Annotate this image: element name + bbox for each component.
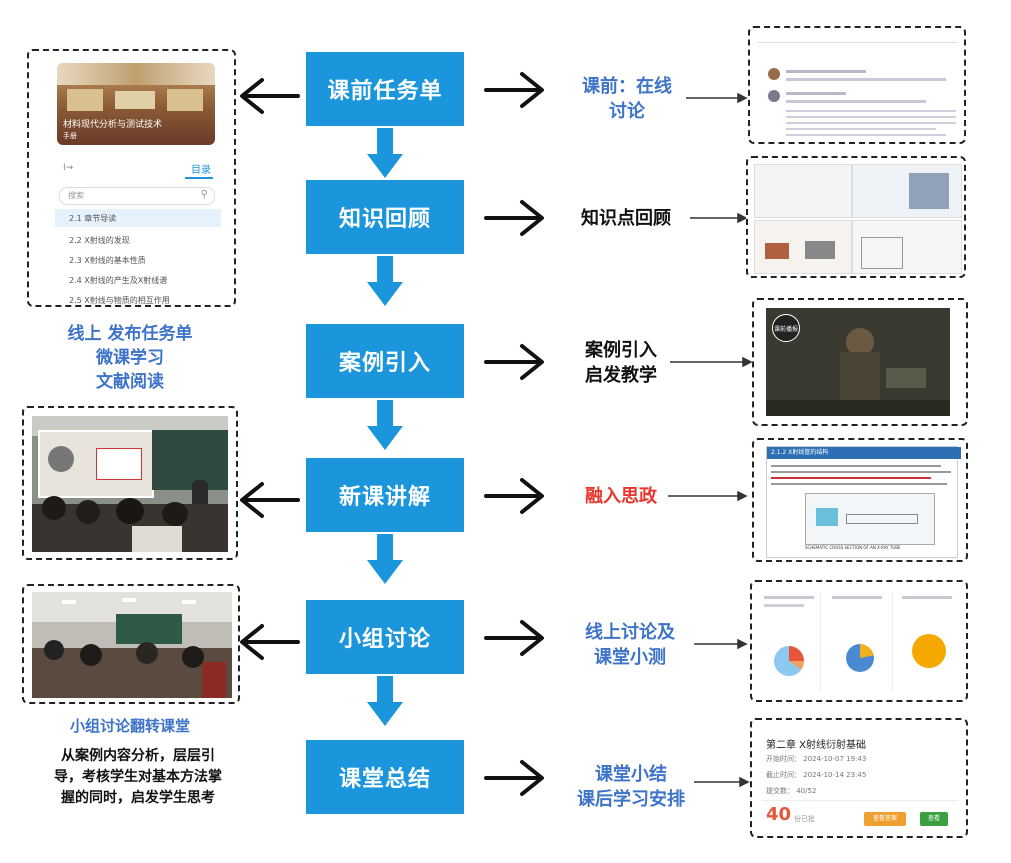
lecture-photo-panel bbox=[22, 406, 238, 560]
toc-item[interactable]: 2.5 X射线与物质的相互作用 bbox=[69, 296, 170, 305]
down-arrow-5 bbox=[367, 676, 403, 726]
quiz-title: 第二章 X射线衍射基础 bbox=[766, 740, 867, 751]
tab-left[interactable]: I→ bbox=[63, 163, 74, 173]
tab-toc[interactable]: 目录 bbox=[191, 165, 211, 176]
group-photo-panel bbox=[22, 584, 240, 704]
toc-item[interactable]: 2.2 X射线的发现 bbox=[69, 236, 130, 245]
classroom-photo bbox=[32, 416, 228, 552]
quiz-submitted: 提交数： 40/52 bbox=[766, 787, 817, 795]
course-subtitle: 手册 bbox=[63, 132, 77, 140]
search-icon[interactable]: ⚲ bbox=[200, 189, 208, 200]
pie-chart-3 bbox=[912, 634, 946, 668]
course-title: 材料现代分析与测试技术 bbox=[63, 120, 163, 130]
discussion-panel bbox=[748, 26, 966, 144]
down-arrow-1 bbox=[367, 128, 403, 178]
toc-item[interactable]: 2.4 X射线的产生及X射线谱 bbox=[69, 276, 168, 285]
knowledge-panel bbox=[746, 156, 966, 278]
quiz-start-time: 开始时间： 2024-10-07 19:43 bbox=[766, 755, 867, 763]
slide-header: 2.1.2 X射线管的结构 bbox=[767, 447, 961, 459]
graded-count: 40 bbox=[766, 804, 792, 825]
video-frame[interactable]: 课前播报 bbox=[766, 308, 950, 416]
label-pre-class-discussion: 课前：在线讨论 bbox=[582, 76, 672, 122]
step-case-intro: 案例引入 bbox=[306, 324, 464, 398]
search-placeholder: 搜索 bbox=[68, 191, 84, 200]
toc-highlight bbox=[55, 209, 221, 227]
lecture-slide-panel: 2.1.2 X射线管的结构 SCHEMATIC CROSS SECTION OF… bbox=[752, 438, 968, 562]
view-answer-button[interactable]: 查看答案 bbox=[864, 812, 906, 826]
step-new-lesson: 新课讲解 bbox=[306, 458, 464, 532]
group-classroom-photo bbox=[32, 592, 232, 698]
step-knowledge-review: 知识回顾 bbox=[306, 180, 464, 254]
case-analysis-note: 从案例内容分析，层层引 导，考核学生对基本方法掌 握的同时，启发学生思考 bbox=[54, 748, 222, 806]
quiz-end-time: 截止时间： 2024-10-14 23:45 bbox=[766, 771, 867, 779]
label-summary: 课堂小结课后学习安排 bbox=[577, 764, 685, 810]
toc-item[interactable]: 2.1 章节导读 bbox=[69, 214, 117, 223]
down-arrow-2 bbox=[367, 256, 403, 306]
step-group-discussion: 小组讨论 bbox=[306, 600, 464, 674]
down-arrow-4 bbox=[367, 534, 403, 584]
label-online-discussion: 线上讨论及课堂小测 bbox=[585, 622, 675, 668]
course-banner: 材料现代分析与测试技术 手册 bbox=[57, 63, 215, 145]
step-pre-class-task: 课前任务单 bbox=[306, 52, 464, 126]
video-badge: 课前播报 bbox=[772, 314, 800, 342]
avatar bbox=[768, 68, 780, 80]
label-ideological: 融入思政 bbox=[585, 486, 657, 507]
down-arrow-3 bbox=[367, 400, 403, 450]
quiz-summary-panel: 第二章 X射线衍射基础 开始时间： 2024-10-07 19:43 截止时间：… bbox=[750, 718, 968, 838]
view-button[interactable]: 查看 bbox=[920, 812, 948, 826]
pie-chart-1 bbox=[774, 646, 804, 676]
step-class-summary: 课堂总结 bbox=[306, 740, 464, 814]
label-knowledge-review: 知识点回顾 bbox=[581, 208, 671, 229]
online-task-text: 线上 发布任务单 微课学习 文献阅读 bbox=[67, 324, 193, 392]
projection-screen bbox=[38, 430, 154, 498]
avatar bbox=[768, 90, 780, 102]
search-input[interactable]: 搜索 ⚲ bbox=[59, 187, 215, 205]
slide: 2.1.2 X射线管的结构 SCHEMATIC CROSS SECTION OF… bbox=[766, 446, 961, 558]
graded-unit: 份已批 bbox=[794, 815, 815, 823]
label-case-intro: 案例引入启发教学 bbox=[585, 340, 657, 386]
toc-item[interactable]: 2.3 X射线的基本性质 bbox=[69, 256, 146, 265]
quiz-stats-panel bbox=[750, 580, 968, 702]
tab-underline bbox=[185, 177, 213, 179]
case-video-panel: 课前播报 bbox=[752, 298, 968, 426]
course-app-panel: 材料现代分析与测试技术 手册 I→ 目录 搜索 ⚲ 2.1 章节导读 2.2 X… bbox=[27, 49, 236, 307]
slide-caption: SCHEMATIC CROSS SECTION OF AN X-RAY TUBE bbox=[805, 545, 901, 550]
pie-chart-2 bbox=[846, 644, 874, 672]
group-flip-caption: 小组讨论翻转课堂 bbox=[69, 717, 190, 735]
